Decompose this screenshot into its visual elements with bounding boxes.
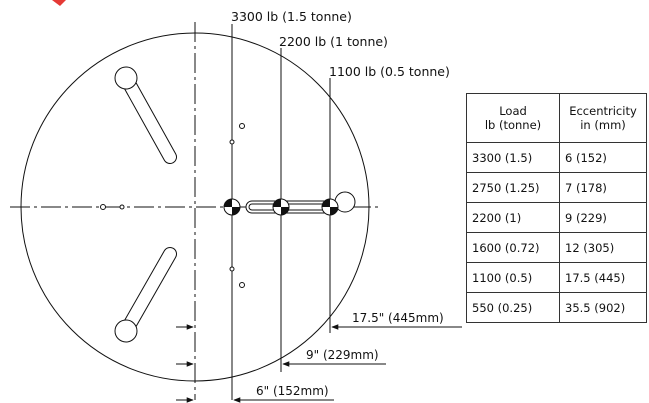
header-load-line1: Load: [499, 104, 527, 118]
small-hole: [239, 282, 245, 288]
small-hole: [229, 139, 235, 145]
cog-marker-1100: [321, 198, 339, 216]
dim-label-9: 9" (229mm): [306, 348, 379, 362]
cog-marker-2200: [272, 198, 290, 216]
corner-mark: [52, 0, 66, 6]
header-eccentricity: Eccentricity in (mm): [559, 93, 647, 143]
table-row: 1100 (0.5) 17.5 (445): [466, 262, 647, 293]
small-hole: [229, 266, 235, 272]
cell-load: 1600 (0.72): [466, 232, 560, 263]
table-header-row: Load lb (tonne) Eccentricity in (mm): [466, 93, 647, 143]
load-eccentricity-table: Load lb (tonne) Eccentricity in (mm) 330…: [466, 93, 647, 323]
header-load-line2: lb (tonne): [484, 118, 542, 132]
cell-eccentricity: 6 (152): [559, 142, 647, 173]
header-ecc-line2: in (mm): [580, 118, 626, 132]
small-hole: [239, 123, 245, 129]
cell-load: 2750 (1.25): [466, 172, 560, 203]
upper-slot-hole: [114, 66, 138, 90]
dim-label-17-5: 17.5" (445mm): [352, 311, 444, 325]
label-2200: 2200 lb (1 tonne): [279, 34, 388, 49]
table-row: 3300 (1.5) 6 (152): [466, 142, 647, 173]
cell-eccentricity: 7 (178): [559, 172, 647, 203]
upper-slot-inner: [120, 72, 176, 163]
header-load: Load lb (tonne): [466, 93, 560, 143]
cell-load: 1100 (0.5): [466, 262, 560, 293]
cell-load: 550 (0.25): [466, 292, 560, 323]
table-row: 550 (0.25) 35.5 (902): [466, 292, 647, 323]
cell-eccentricity: 9 (229): [559, 202, 647, 233]
table-row: 2750 (1.25) 7 (178): [466, 172, 647, 203]
cell-eccentricity: 35.5 (902): [559, 292, 647, 323]
cell-load: 3300 (1.5): [466, 142, 560, 173]
cell-load: 2200 (1): [466, 202, 560, 233]
small-hole: [100, 204, 106, 210]
table-row: 2200 (1) 9 (229): [466, 202, 647, 233]
lower-slot-inner: [120, 248, 176, 337]
lower-slot-hole: [114, 319, 138, 343]
cell-eccentricity: 17.5 (445): [559, 262, 647, 293]
dim-label-6: 6" (152mm): [256, 384, 329, 398]
cell-eccentricity: 12 (305): [559, 232, 647, 263]
small-hole: [119, 204, 125, 210]
label-1100: 1100 lb (0.5 tonne): [329, 64, 450, 79]
cog-marker-3300: [223, 198, 241, 216]
table-row: 1600 (0.72) 12 (305): [466, 232, 647, 263]
header-ecc-line1: Eccentricity: [569, 104, 637, 118]
label-3300: 3300 lb (1.5 tonne): [231, 9, 352, 24]
